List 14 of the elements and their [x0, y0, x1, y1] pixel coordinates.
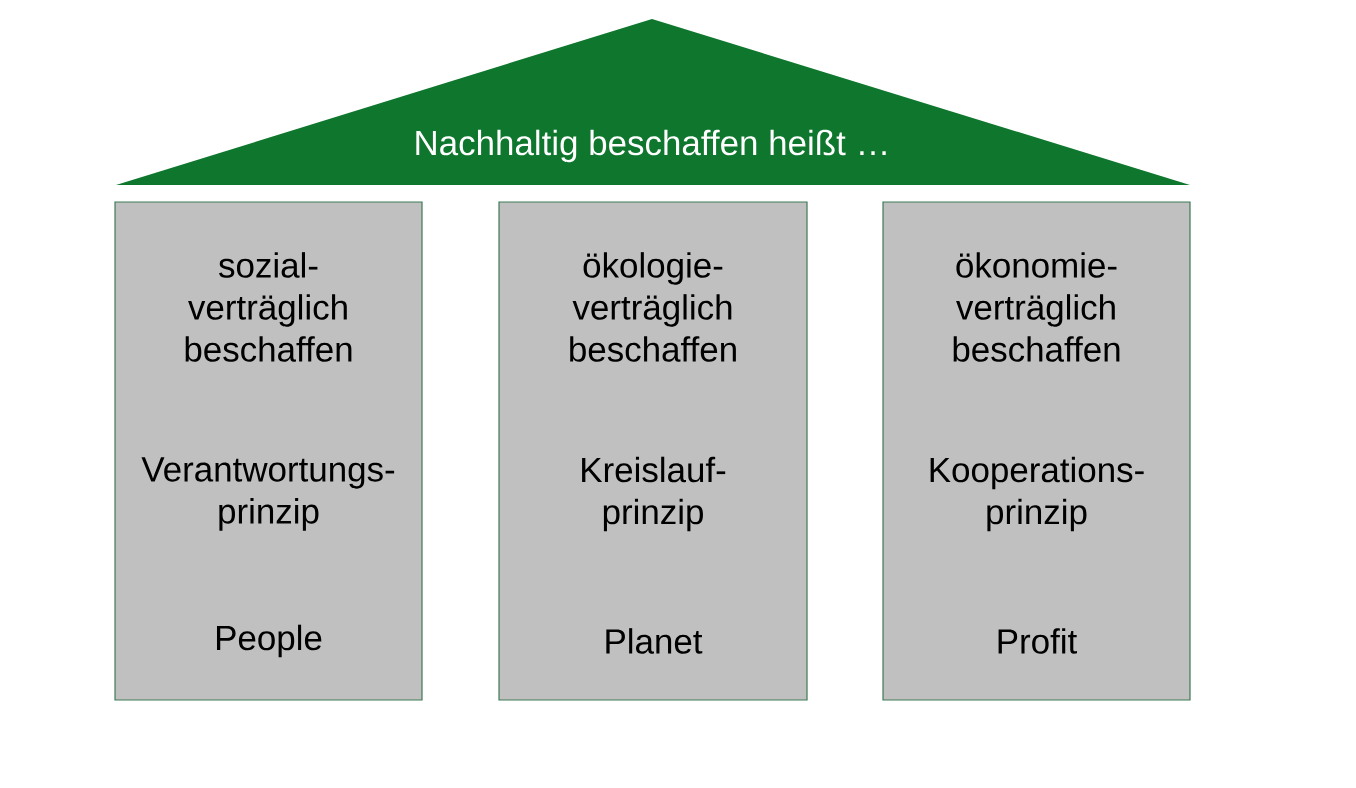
- pillar-keyword: Planet: [606, 628, 703, 654]
- principle-text: Kreislauf- prinzip: [582, 456, 726, 532]
- pillar-keyword: People: [217, 624, 322, 658]
- pillar-box: [498, 201, 808, 701]
- pillar-heading: ökologie- verträglich beschaffen: [570, 252, 736, 362]
- principle-text: Kooperations- prinzip: [930, 456, 1144, 532]
- pillar-box: [882, 201, 1191, 701]
- roof-triangle: [116, 19, 1190, 185]
- roof-heading: Nachhaltig beschaffen heißt …: [416, 129, 886, 163]
- pillar-box: [114, 201, 423, 701]
- pillar-heading: ökonomie- verträglich beschaffen: [953, 252, 1120, 362]
- principle-text: Verantwortungs- prinzip: [141, 457, 395, 531]
- pillar-keyword: Profit: [998, 628, 1077, 654]
- pillar-heading: sozial- verträglich beschaffen: [185, 252, 352, 362]
